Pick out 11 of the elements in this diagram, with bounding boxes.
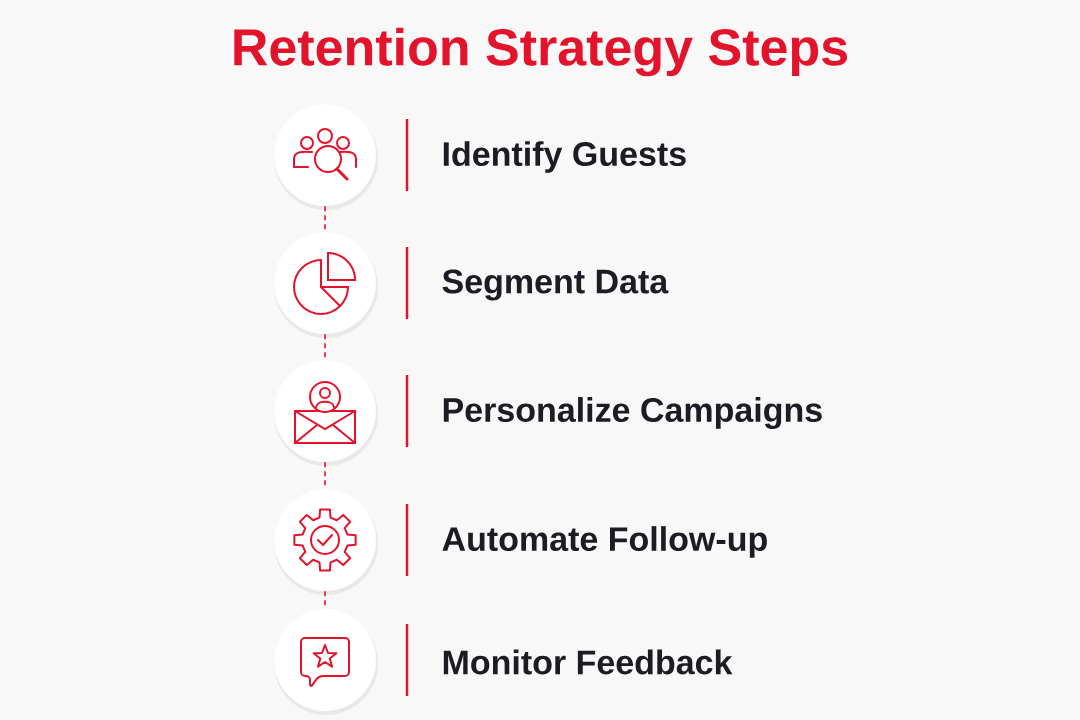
title: Retention Strategy Steps — [234, 27, 847, 77]
step-circle — [273, 608, 377, 712]
step-label: Monitor Feedback — [443, 649, 733, 675]
step-circle — [273, 231, 377, 335]
step-circle — [273, 359, 377, 463]
step-label: Identify Guests — [443, 141, 686, 173]
step-circle — [273, 103, 377, 207]
step-circle — [273, 488, 377, 592]
step-label: Automate Follow-up — [442, 526, 767, 558]
step-label: Personalize Campaigns — [443, 397, 822, 429]
step-label: Segment Data — [442, 269, 669, 301]
